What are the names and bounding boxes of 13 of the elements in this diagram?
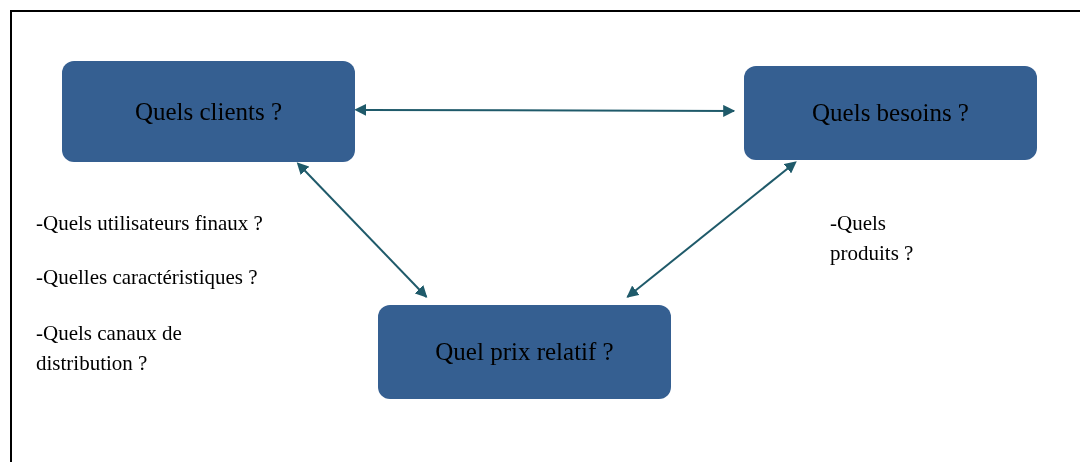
question-box bbox=[378, 305, 671, 399]
box-label: Quel prix relatif ? bbox=[435, 338, 614, 366]
box-label: Quels besoins ? bbox=[812, 99, 969, 127]
double-arrow bbox=[626, 161, 797, 298]
double-arrow bbox=[354, 103, 736, 117]
question-box bbox=[62, 61, 355, 162]
question-box bbox=[744, 66, 1037, 160]
question-text: -Quelles caractéristiques ? bbox=[36, 264, 259, 291]
question-text: -Quels produits ? bbox=[830, 210, 915, 268]
double-arrow bbox=[296, 162, 428, 298]
question-text: -Quels utilisateurs finaux ? bbox=[36, 210, 264, 237]
question-text: -Quels canaux de distribution ? bbox=[36, 320, 183, 378]
box-label: Quels clients ? bbox=[134, 97, 283, 126]
